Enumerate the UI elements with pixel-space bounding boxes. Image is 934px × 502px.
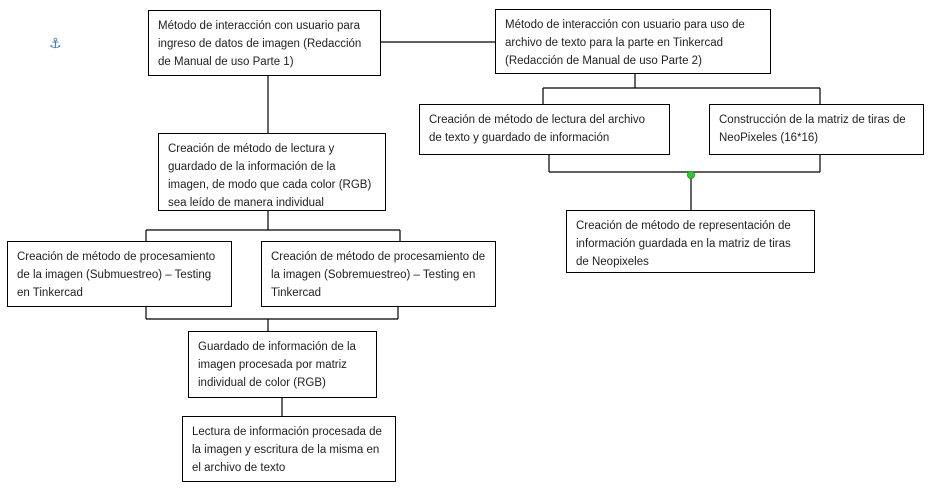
box-text: Creación de método de representación de … xyxy=(576,220,795,268)
box-read-text-file: Creación de método de lectura del archiv… xyxy=(419,104,670,155)
connector-dot-top xyxy=(687,170,696,179)
box-text: Método de interacción con usuario para i… xyxy=(158,20,365,68)
box-upsampling: Creación de método de procesamiento de l… xyxy=(261,241,496,307)
connector-lines xyxy=(145,41,821,417)
box-text: Guardado de información de la imagen pro… xyxy=(198,341,360,389)
box-text: Lectura de información procesada de la i… xyxy=(192,426,386,474)
anchor-icon: ⚓ xyxy=(49,36,62,52)
box-user-interaction-text-file: Método de interacción con usuario para u… xyxy=(495,9,771,74)
box-represent-info-neopixels: Creación de método de representación de … xyxy=(566,210,815,273)
box-write-text-file: Lectura de información procesada de la i… xyxy=(182,416,396,482)
box-downsampling: Creación de método de procesamiento de l… xyxy=(7,241,232,307)
box-text: Construcción de la matriz de tiras de Ne… xyxy=(719,114,909,144)
box-read-image-rgb: Creación de método de lectura y guardado… xyxy=(158,133,386,211)
box-text: Creación de método de lectura y guardado… xyxy=(168,143,375,209)
box-user-interaction-image-input: Método de interacción con usuario para i… xyxy=(148,10,381,76)
box-text: Creación de método de lectura del archiv… xyxy=(429,114,649,144)
box-save-processed-image: Guardado de información de la imagen pro… xyxy=(188,331,377,398)
box-neopixel-matrix: Construcción de la matriz de tiras de Ne… xyxy=(709,104,924,155)
box-text: Método de interacción con usuario para u… xyxy=(505,19,748,67)
box-text: Creación de método de procesamiento de l… xyxy=(271,251,489,299)
box-text: Creación de método de procesamiento de l… xyxy=(17,251,219,299)
